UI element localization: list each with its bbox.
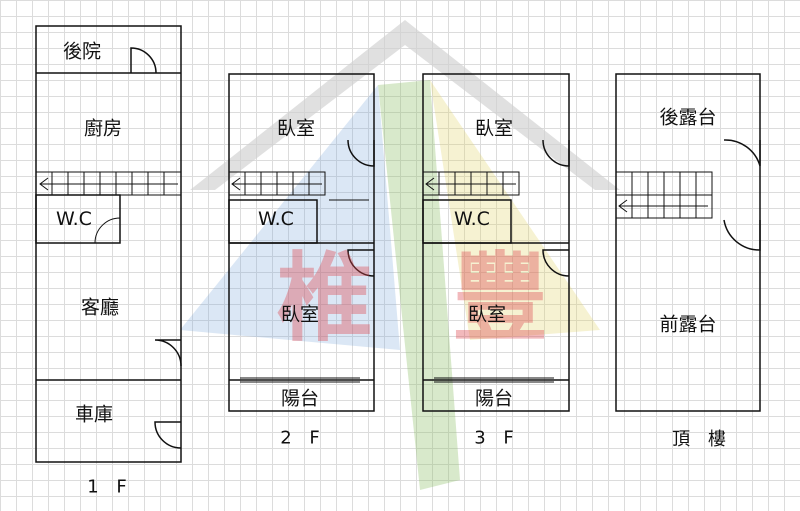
room-label-1f-wc: W.C bbox=[56, 208, 92, 230]
door-swing-2f-bed1 bbox=[347, 139, 375, 167]
room-label-2f-bedroom-1: 臥室 bbox=[276, 117, 316, 140]
watermark-char-1: 椎 bbox=[277, 241, 373, 355]
door-swing-3f-bed2 bbox=[542, 249, 570, 277]
plan-walls bbox=[35, 25, 761, 463]
watermark-char-2: 豐 bbox=[452, 241, 548, 355]
floor-label-2f: 2 F bbox=[280, 427, 326, 449]
room-label-2f-bedroom-2: 臥室 bbox=[280, 303, 320, 326]
window-3f-balcony bbox=[434, 377, 554, 383]
door-swing-1f-yard bbox=[130, 47, 157, 74]
room-label-1f-backyard: 後院 bbox=[62, 40, 102, 63]
stairs-roof bbox=[615, 171, 713, 219]
door-swing-roof-back bbox=[723, 139, 761, 167]
stairs-1f bbox=[35, 171, 182, 196]
window-2f-balcony bbox=[240, 377, 360, 383]
floor-label-3f: 3 F bbox=[474, 427, 520, 449]
door-swing-1f-garage bbox=[154, 421, 182, 449]
stairs-2f bbox=[228, 171, 369, 201]
door-swing-roof-front bbox=[723, 219, 761, 251]
room-label-2f-wc: W.C bbox=[258, 208, 294, 230]
room-label-roof-back-terrace: 後露台 bbox=[659, 106, 717, 129]
room-label-1f-garage: 車庫 bbox=[74, 403, 114, 426]
room-label-2f-balcony: 陽台 bbox=[280, 387, 320, 410]
room-label-roof-front-terrace: 前露台 bbox=[659, 313, 717, 336]
room-label-1f-kitchen: 廚房 bbox=[83, 117, 123, 140]
watermark-logo bbox=[180, 20, 620, 490]
room-label-3f-bedroom-2: 臥室 bbox=[467, 303, 507, 326]
stairs-3f bbox=[422, 171, 520, 196]
room-label-1f-living: 客廳 bbox=[80, 296, 120, 319]
door-swing-1f-living bbox=[154, 339, 182, 367]
room-label-3f-bedroom-1: 臥室 bbox=[474, 117, 514, 140]
room-label-3f-balcony: 陽台 bbox=[474, 387, 514, 410]
door-swing-3f-bed1 bbox=[542, 139, 570, 167]
door-swing-2f-bed2 bbox=[347, 249, 375, 277]
floor-label-roof: 頂 樓 bbox=[672, 429, 732, 450]
door-swing-1f-wc bbox=[94, 217, 121, 244]
room-label-3f-wc: W.C bbox=[454, 208, 490, 230]
floor-label-1f: 1 F bbox=[87, 476, 133, 498]
